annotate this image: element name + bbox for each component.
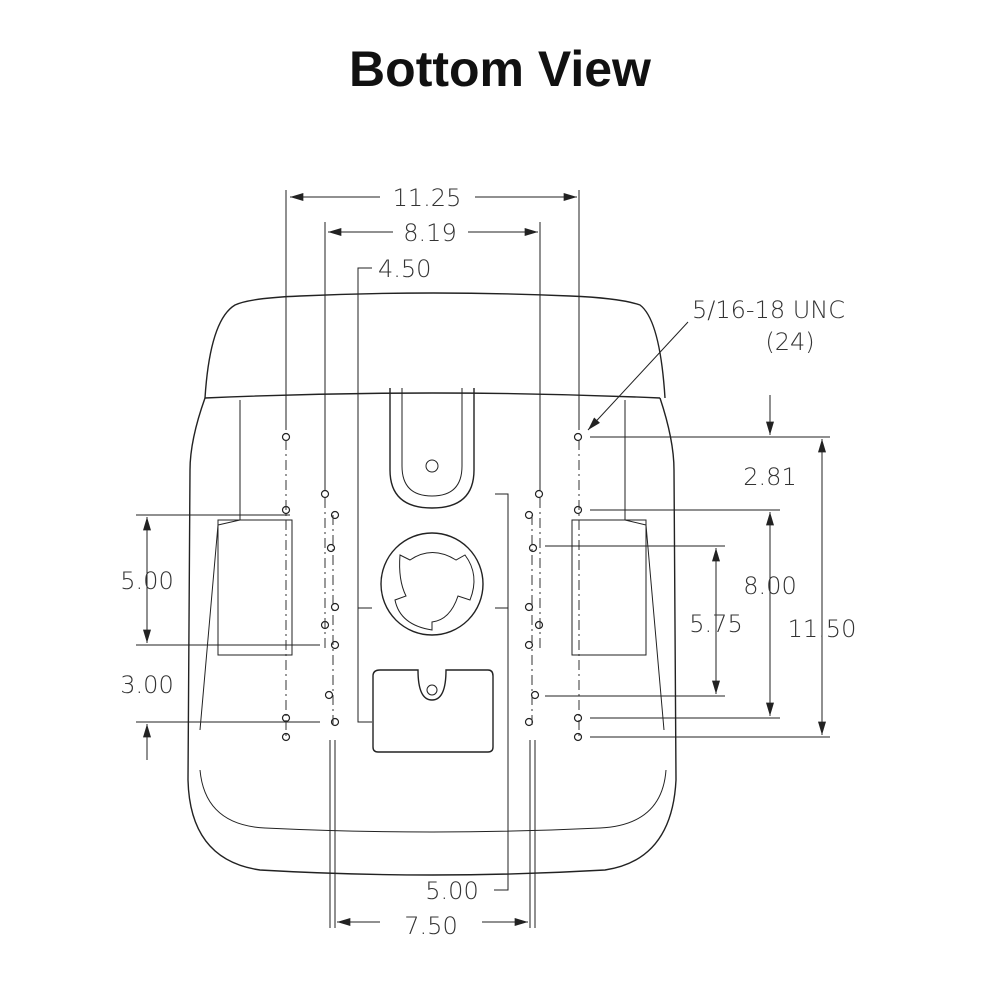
mounting-hole (573, 732, 583, 742)
mounting-hole (524, 640, 534, 650)
dim-5-00-bottom: 5.00 (425, 877, 478, 905)
mounting-holes (281, 432, 583, 742)
dim-5-00-left: 5.00 (120, 567, 173, 595)
mounting-hole (524, 602, 534, 612)
dim-7-50: 7.50 (404, 912, 457, 940)
dimension-lines (136, 193, 830, 926)
dim-8-19: 8.19 (403, 219, 456, 247)
dim-11-50: 11.50 (788, 615, 857, 643)
seat-outline (187, 292, 677, 876)
page-title: Bottom View (349, 41, 651, 97)
mounting-hole (330, 602, 340, 612)
mounting-hole (281, 432, 291, 442)
mounting-hole (524, 510, 534, 520)
mounting-hole (530, 690, 540, 700)
mounting-hole (534, 489, 544, 499)
mounting-hole (573, 432, 583, 442)
thread-spec: 5/16-18 UNC (692, 296, 845, 324)
mounting-hole (324, 690, 334, 700)
dim-11-25: 11.25 (393, 184, 462, 212)
dim-3-00: 3.00 (120, 671, 173, 699)
mounting-hole (524, 717, 534, 727)
centerlines (285, 190, 580, 928)
mounting-hole (573, 713, 583, 723)
thread-count: (24) (765, 328, 814, 356)
dim-5-75: 5.75 (689, 610, 742, 638)
mounting-hole (573, 505, 583, 515)
dim-8-00: 8.00 (743, 572, 796, 600)
mounting-hole (320, 489, 330, 499)
mounting-hole (281, 732, 291, 742)
dim-2-81: 2.81 (743, 463, 796, 491)
mounting-hole (528, 543, 538, 553)
mounting-hole (534, 620, 544, 630)
dim-4-50: 4.50 (378, 255, 431, 283)
